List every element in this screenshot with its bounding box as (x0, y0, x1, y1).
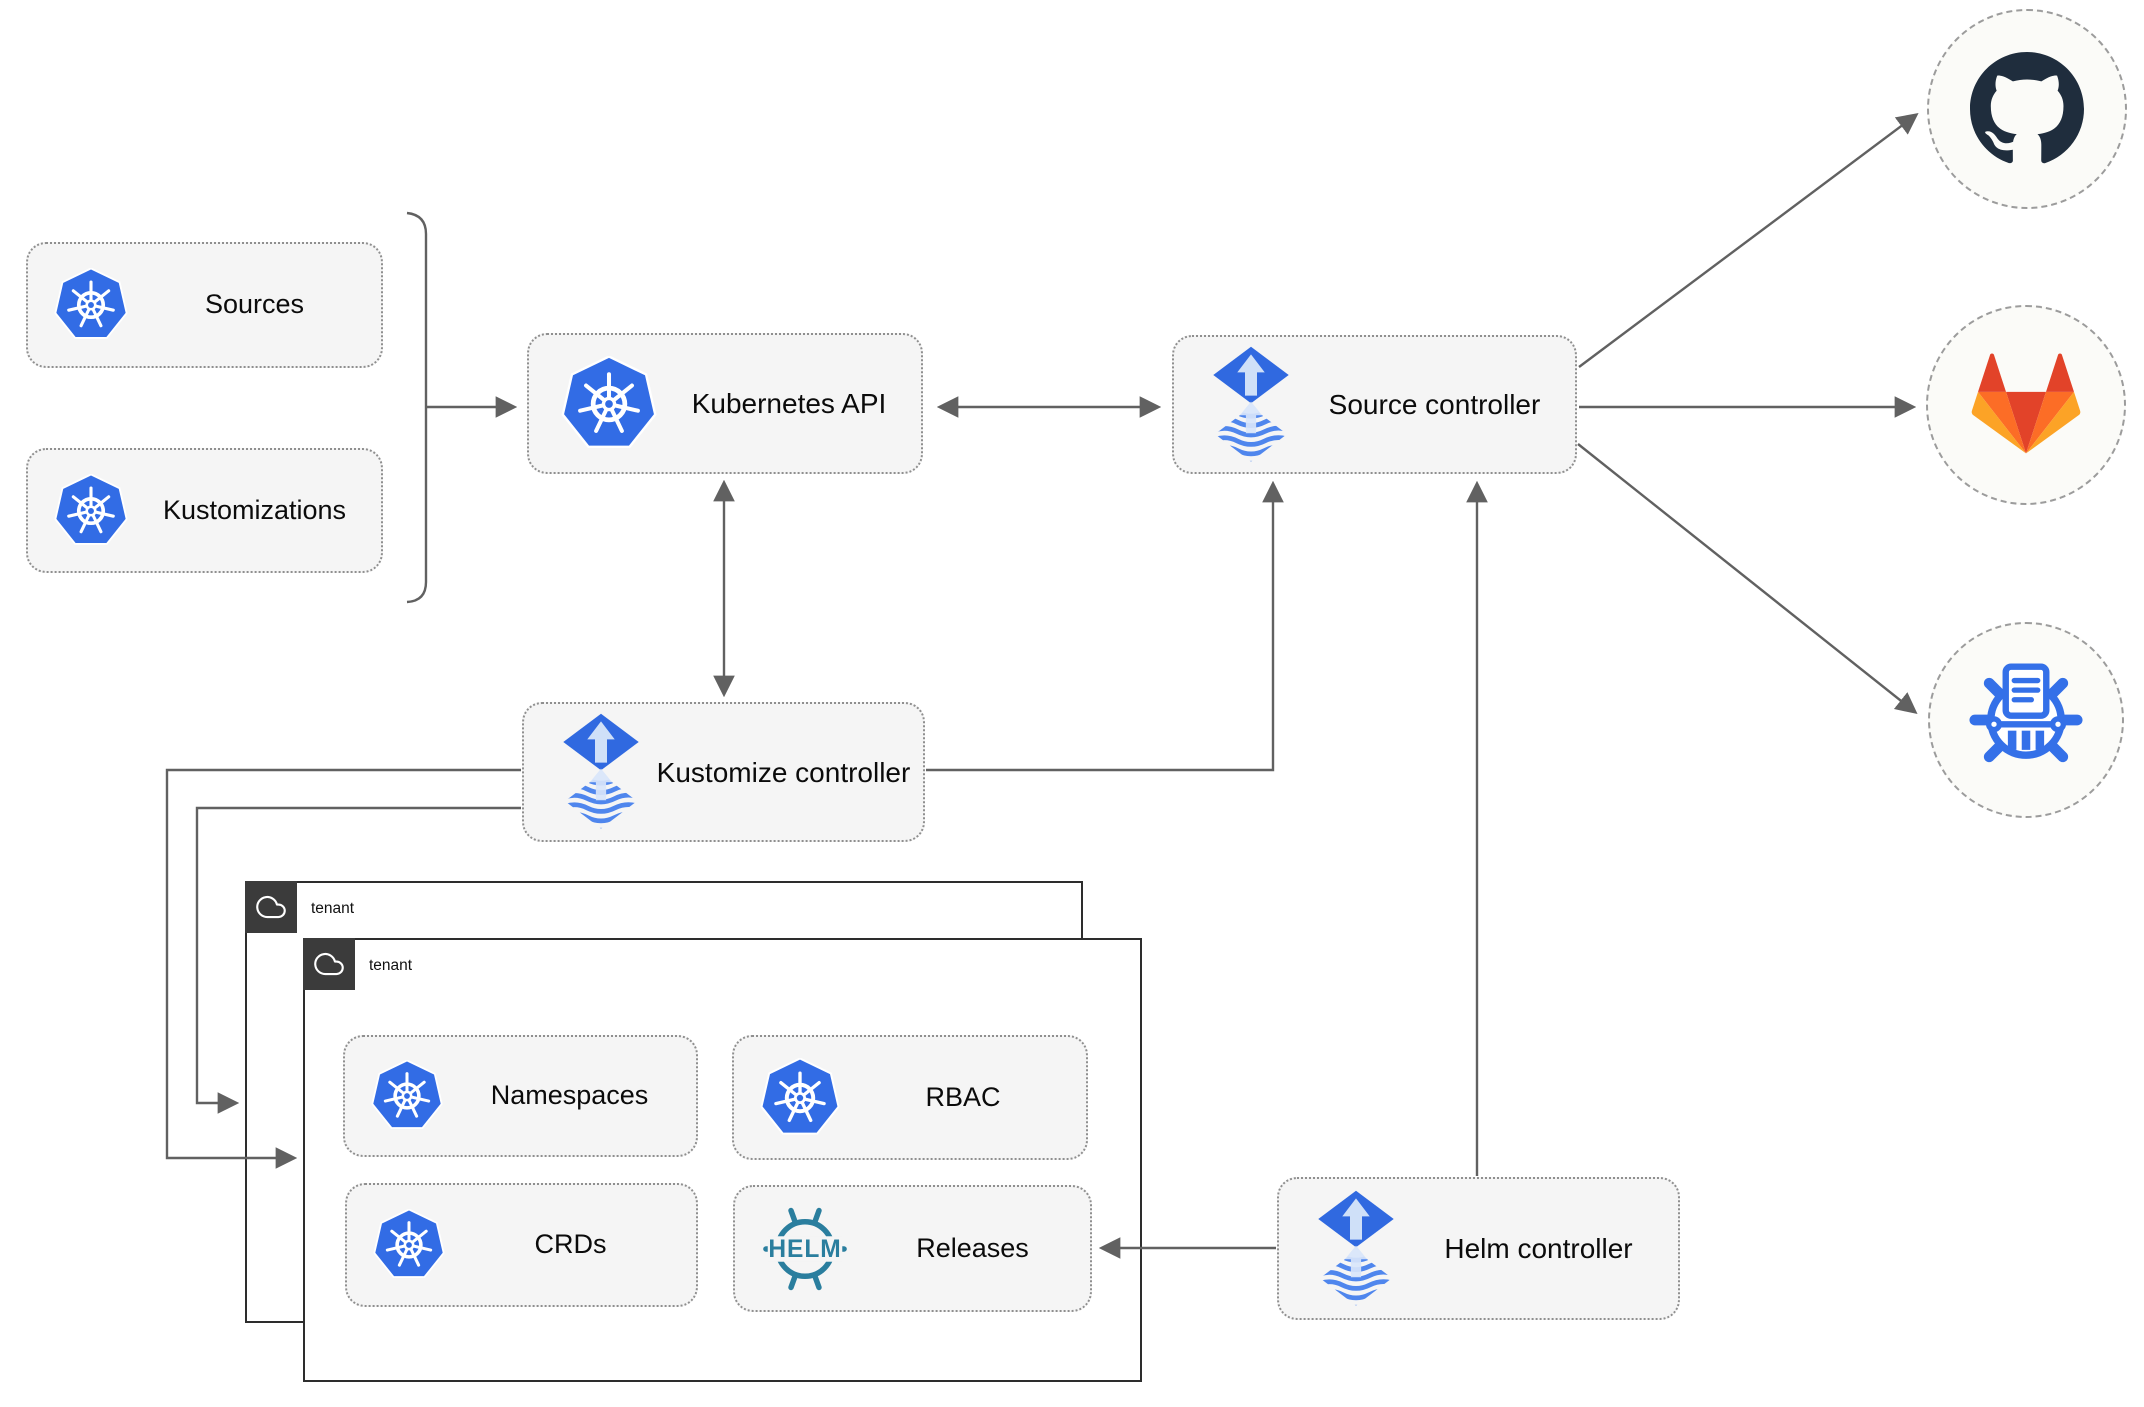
tenant-inner-badge (302, 937, 355, 990)
kubernetes-icon (54, 268, 128, 342)
connector-kustomize-to-source-controller (926, 480, 1284, 772)
helm-logo-text: HELM (768, 1236, 841, 1263)
node-crds-label: CRDs (534, 1229, 607, 1260)
node-releases-label: Releases (916, 1232, 1029, 1263)
node-kustomizations-label: Kustomizations (162, 494, 347, 525)
node-rbac[interactable]: RBAC (732, 1035, 1088, 1160)
node-kustomizations[interactable]: Kustomizations (26, 448, 383, 573)
flux-icon (558, 712, 644, 832)
cloud-icon (256, 892, 286, 922)
node-namespaces[interactable]: Namespaces (343, 1035, 698, 1157)
chartmuseum-icon (1969, 663, 2083, 763)
connector-source-to-chartmuseum (1577, 443, 1918, 715)
node-helm-controller[interactable]: Helm controller (1277, 1177, 1680, 1320)
node-source-controller-label: Source controller (1328, 389, 1541, 420)
github-node[interactable] (1927, 9, 2127, 209)
node-releases[interactable]: HELM Releases (733, 1185, 1092, 1312)
helm-icon: HELM (755, 1199, 855, 1299)
tenant-inner-label: tenant (369, 957, 413, 974)
tenant-outer-label: tenant (311, 900, 355, 917)
kubernetes-icon (371, 1060, 443, 1132)
kubernetes-icon (760, 1058, 840, 1138)
node-kustomize-controller-label: Kustomize controller (656, 756, 911, 788)
node-helm-controller-label: Helm controller (1444, 1233, 1633, 1264)
gitlab-node[interactable] (1926, 305, 2126, 505)
flux-icon (1208, 345, 1294, 465)
node-rbac-label: RBAC (925, 1081, 1001, 1112)
github-octocat-icon (1970, 52, 2084, 164)
node-crds[interactable]: CRDs (345, 1183, 698, 1307)
kubernetes-icon (373, 1209, 445, 1281)
node-kubernetes-api-label: Kubernetes API (691, 388, 887, 419)
cloud-icon (314, 949, 344, 979)
tenant-inner-container: tenant (302, 937, 1142, 1382)
node-namespaces-label: Namespaces (490, 1080, 649, 1111)
tenant-outer-badge (244, 880, 297, 933)
connector-source-to-github (1578, 113, 1919, 368)
gitlab-tanuki-icon (1971, 353, 2081, 454)
node-sources[interactable]: Sources (26, 242, 383, 368)
node-sources-label: Sources (204, 289, 305, 320)
kubernetes-icon (561, 356, 657, 452)
bracket-sources-kustomizations (406, 211, 428, 604)
chartmuseum-node[interactable] (1928, 622, 2124, 818)
node-kustomize-controller[interactable]: Kustomize controller (522, 702, 925, 842)
flux-icon (1313, 1189, 1399, 1309)
node-kubernetes-api[interactable]: Kubernetes API (527, 333, 923, 474)
node-source-controller[interactable]: Source controller (1172, 335, 1577, 474)
kubernetes-icon (54, 474, 128, 548)
